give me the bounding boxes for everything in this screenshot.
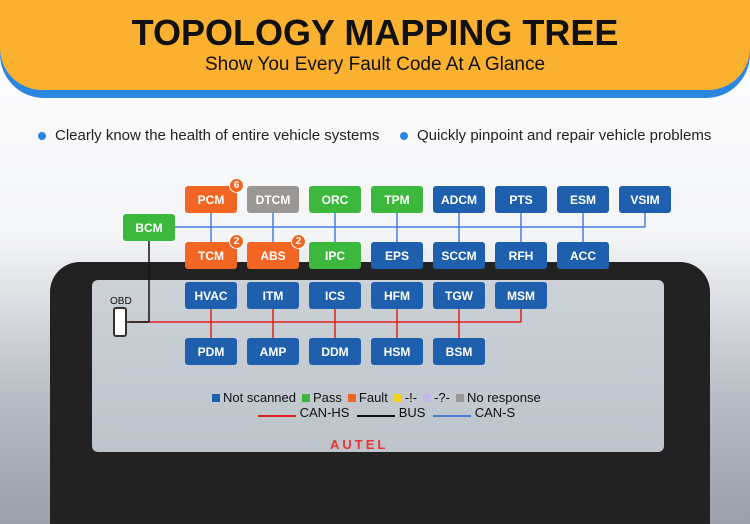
module-label: ACC bbox=[570, 248, 596, 263]
legend-line bbox=[433, 415, 472, 417]
fault-count-badge: 2 bbox=[291, 234, 306, 249]
module-label: ICS bbox=[324, 288, 345, 303]
legend-label: Pass bbox=[313, 390, 342, 405]
module-pts[interactable]: PTS bbox=[495, 186, 547, 213]
legend-label: Fault bbox=[358, 390, 388, 405]
module-label: EPS bbox=[384, 248, 409, 263]
fault-count-badge: 6 bbox=[229, 178, 244, 193]
module-label: AMP bbox=[259, 344, 287, 359]
module-pcm[interactable]: PCM 6 bbox=[185, 178, 244, 213]
module-dtcm[interactable]: DTCM bbox=[247, 186, 299, 213]
legend-label: No response bbox=[466, 390, 541, 405]
legend-swatch bbox=[302, 394, 310, 402]
module-ics[interactable]: ICS bbox=[309, 282, 361, 309]
module-label: HSM bbox=[383, 344, 411, 359]
page-title: TOPOLOGY MAPPING TREE bbox=[131, 12, 619, 53]
fault-count-badge: 2 bbox=[229, 234, 244, 249]
legend-no_response: No response bbox=[455, 390, 541, 405]
status-legend: Not scanned Pass Fault -!- -?- No response bbox=[212, 390, 541, 405]
module-tgw[interactable]: TGW bbox=[433, 282, 485, 309]
legend-fault: Fault bbox=[347, 390, 388, 405]
module-label: RFH bbox=[508, 248, 534, 263]
module-sccm[interactable]: SCCM bbox=[433, 242, 485, 269]
legend-line bbox=[357, 415, 396, 417]
module-label: PCM bbox=[197, 192, 225, 207]
module-abs[interactable]: ABS 2 bbox=[247, 234, 306, 269]
module-label: TGW bbox=[445, 288, 473, 303]
brand-logo: AUTEL bbox=[330, 437, 389, 452]
legend-swatch bbox=[423, 394, 432, 402]
module-label: VSIM bbox=[630, 192, 660, 207]
legend-label: -!- bbox=[404, 390, 418, 405]
module-amp[interactable]: AMP bbox=[247, 338, 299, 365]
module-label: DDM bbox=[321, 344, 349, 359]
bullet-dot-icon bbox=[400, 131, 408, 140]
module-tpm[interactable]: TPM bbox=[371, 186, 423, 213]
module-label: ESM bbox=[569, 192, 596, 207]
module-label: TCM bbox=[198, 248, 224, 263]
module-msm[interactable]: MSM bbox=[495, 282, 547, 309]
module-hvac[interactable]: HVAC bbox=[185, 282, 237, 309]
module-tcm[interactable]: TCM 2 bbox=[185, 234, 244, 269]
module-acc[interactable]: ACC bbox=[557, 242, 609, 269]
module-esm[interactable]: ESM bbox=[557, 186, 609, 213]
line-legend: CAN-HS BUS CAN-S bbox=[258, 405, 519, 420]
feature-bullet: Clearly know the health of entire vehicl… bbox=[38, 127, 379, 144]
module-label: ABS bbox=[260, 248, 286, 263]
module-bsm[interactable]: BSM bbox=[433, 338, 485, 365]
header-banner: TOPOLOGY MAPPING TREE Show You Every Fau… bbox=[0, 0, 750, 90]
feature-bullet: Quickly pinpoint and repair vehicle prob… bbox=[400, 127, 711, 144]
module-itm[interactable]: ITM bbox=[247, 282, 299, 309]
module-label: ITM bbox=[262, 288, 284, 303]
module-hsm[interactable]: HSM bbox=[371, 338, 423, 365]
legend-label: CAN-S bbox=[474, 405, 516, 420]
bullet-dot-icon bbox=[38, 131, 46, 140]
module-label: BSM bbox=[445, 344, 473, 359]
legend-line bbox=[258, 415, 296, 417]
module-label: DTCM bbox=[255, 192, 291, 207]
module-label: MSM bbox=[507, 288, 535, 303]
obd-label: OBD bbox=[110, 296, 132, 307]
legend-swatch bbox=[212, 394, 220, 402]
module-label: HVAC bbox=[194, 288, 228, 303]
bullet-text: Quickly pinpoint and repair vehicle prob… bbox=[417, 127, 712, 144]
module-label: PDM bbox=[197, 344, 225, 359]
module-label: ORC bbox=[321, 192, 349, 207]
page-subtitle: Show You Every Fault Code At A Glance bbox=[204, 54, 546, 75]
module-label: TPM bbox=[384, 192, 410, 207]
legend-swatch bbox=[393, 394, 402, 402]
obd-connector-icon bbox=[113, 307, 127, 337]
module-ddm[interactable]: DDM bbox=[309, 338, 361, 365]
module-bcm[interactable]: BCM bbox=[123, 214, 175, 241]
module-pdm[interactable]: PDM bbox=[185, 338, 237, 365]
legend-label: Not scanned bbox=[223, 390, 296, 405]
module-label: PTS bbox=[509, 192, 533, 207]
module-hfm[interactable]: HFM bbox=[371, 282, 423, 309]
legend-bus: BUS bbox=[357, 405, 429, 420]
module-adcm[interactable]: ADCM bbox=[433, 186, 485, 213]
module-label: BCM bbox=[135, 220, 163, 235]
legend-label: CAN-HS bbox=[299, 405, 350, 420]
legend-can_hs: CAN-HS bbox=[258, 405, 353, 420]
legend-label: -?- bbox=[434, 390, 450, 405]
bullet-text: Clearly know the health of entire vehicl… bbox=[55, 127, 380, 144]
legend-swatch bbox=[455, 394, 464, 402]
module-orc[interactable]: ORC bbox=[309, 186, 361, 213]
module-label: IPC bbox=[324, 248, 345, 263]
module-eps[interactable]: EPS bbox=[371, 242, 423, 269]
module-label: SCCM bbox=[441, 248, 477, 263]
module-rfh[interactable]: RFH bbox=[495, 242, 547, 269]
legend-not_scanned: Not scanned bbox=[212, 390, 296, 405]
legend-can_s: CAN-S bbox=[433, 405, 519, 420]
module-ipc[interactable]: IPC bbox=[309, 242, 361, 269]
module-label: HFM bbox=[384, 288, 410, 303]
legend-unknown: -?- bbox=[423, 390, 450, 405]
legend-label: BUS bbox=[398, 405, 426, 420]
module-vsim[interactable]: VSIM bbox=[619, 186, 671, 213]
legend-swatch bbox=[347, 394, 356, 402]
module-label: ADCM bbox=[441, 192, 477, 207]
legend-pass: Pass bbox=[302, 390, 342, 405]
legend-warning: -!- bbox=[393, 390, 418, 405]
